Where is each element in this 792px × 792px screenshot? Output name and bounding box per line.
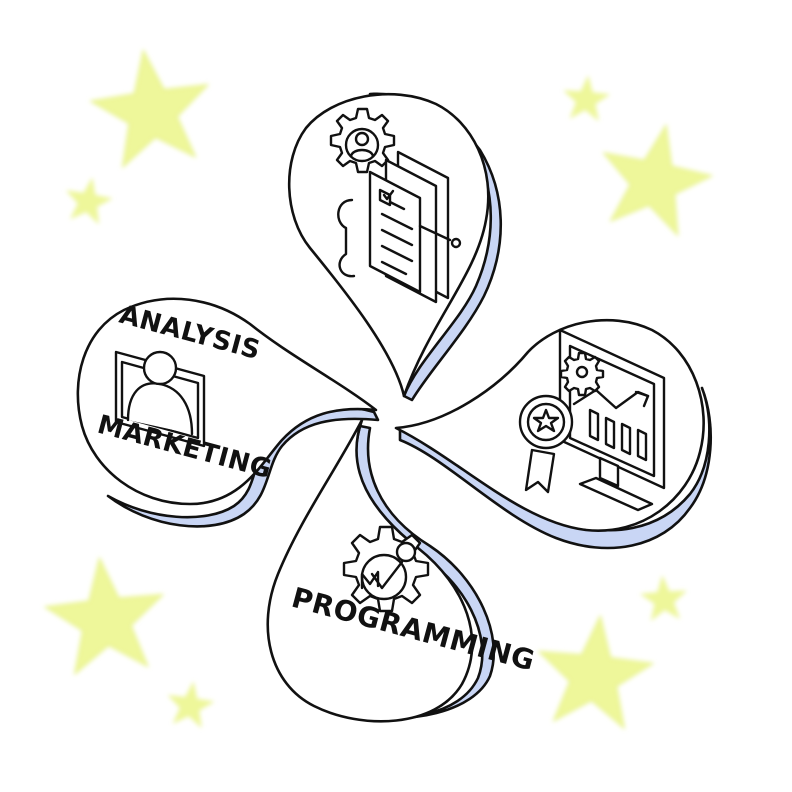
- clipboard-clip-icon: [337, 198, 356, 278]
- checkmark-icon: [370, 560, 404, 590]
- ribbon-icon: [524, 448, 556, 494]
- star-icon: [532, 610, 657, 730]
- job-application-icon: [329, 107, 462, 304]
- star-icon: [41, 552, 170, 676]
- star-icon: [85, 42, 217, 170]
- petal-left-face: [76, 297, 378, 506]
- star-icon: [562, 74, 611, 121]
- petal-top-side: [368, 92, 502, 402]
- star-icon: [165, 679, 216, 728]
- star-icon: [590, 114, 720, 240]
- star-icon: [532, 408, 560, 433]
- video-user-icon: [114, 350, 206, 448]
- gear-check-icon: [342, 525, 430, 613]
- petal-left: [76, 297, 380, 528]
- star-icon: [62, 174, 114, 225]
- monitor-chart-award-icon: [518, 328, 666, 512]
- star-icon: [640, 574, 689, 621]
